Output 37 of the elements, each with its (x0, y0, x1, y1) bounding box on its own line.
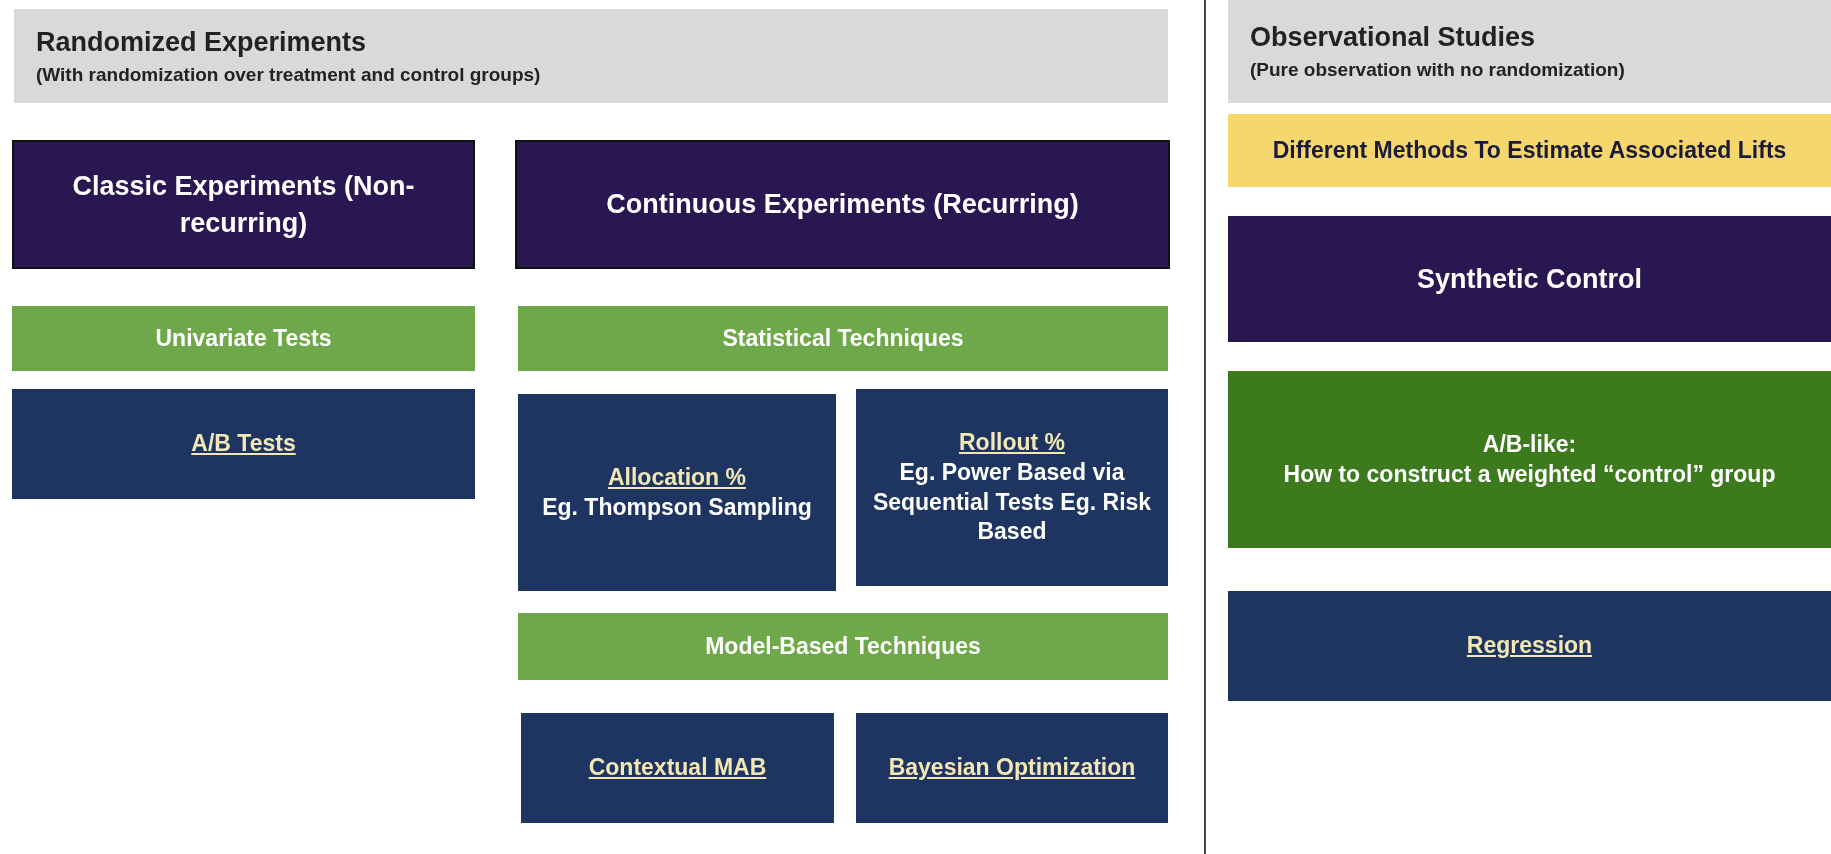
link-text: Contextual MAB (588, 753, 767, 783)
heading-text: Synthetic Control (1417, 262, 1642, 296)
link-text: Rollout % (958, 427, 1065, 457)
heading-text: Randomized Experiments (36, 26, 367, 58)
heading-text: A/B-like: (1482, 429, 1577, 459)
section-bar (518, 613, 1168, 680)
heading-text: Univariate Tests (155, 323, 332, 353)
heading-text: Statistical Techniques (722, 323, 964, 353)
description-text: Eg. Power Based via Sequential Tests Eg. Risk Based (871, 457, 1153, 547)
method-card (12, 389, 475, 499)
link-text: Regression (1466, 631, 1593, 661)
method-card (1228, 591, 1831, 701)
subtitle-text: (Pure observation with no randomization) (1250, 59, 1625, 81)
header-band (1228, 0, 1831, 103)
section-bar (12, 306, 475, 371)
description-text: Eg. Thompson Sampling (542, 492, 812, 522)
link-text: Bayesian Optimization (888, 753, 1136, 783)
category-box (515, 140, 1170, 269)
section-bar (518, 306, 1168, 371)
subtitle-text: (With randomization over treatment and control groups) (36, 63, 541, 86)
category-box (12, 140, 475, 269)
section-bar (1228, 114, 1831, 187)
header-band (14, 9, 1168, 103)
description-text: How to construct a weighted “control” group (1283, 459, 1776, 489)
heading-text: Model-Based Techniques (705, 631, 981, 661)
link-text: Allocation % (608, 462, 746, 492)
heading-text: Continuous Experiments (Recurring) (606, 188, 1079, 222)
category-box (1228, 216, 1831, 342)
heading-text: Different Methods To Estimate Associated Lifts (1272, 135, 1787, 165)
method-card (521, 713, 834, 823)
method-card (518, 394, 836, 591)
method-card (1228, 371, 1831, 548)
link-text: A/B Tests (191, 429, 296, 459)
method-card (856, 389, 1168, 586)
method-card (856, 713, 1168, 823)
heading-text: Observational Studies (1250, 22, 1536, 53)
heading-text: Classic Experiments (Non-recurring) (71, 170, 416, 240)
